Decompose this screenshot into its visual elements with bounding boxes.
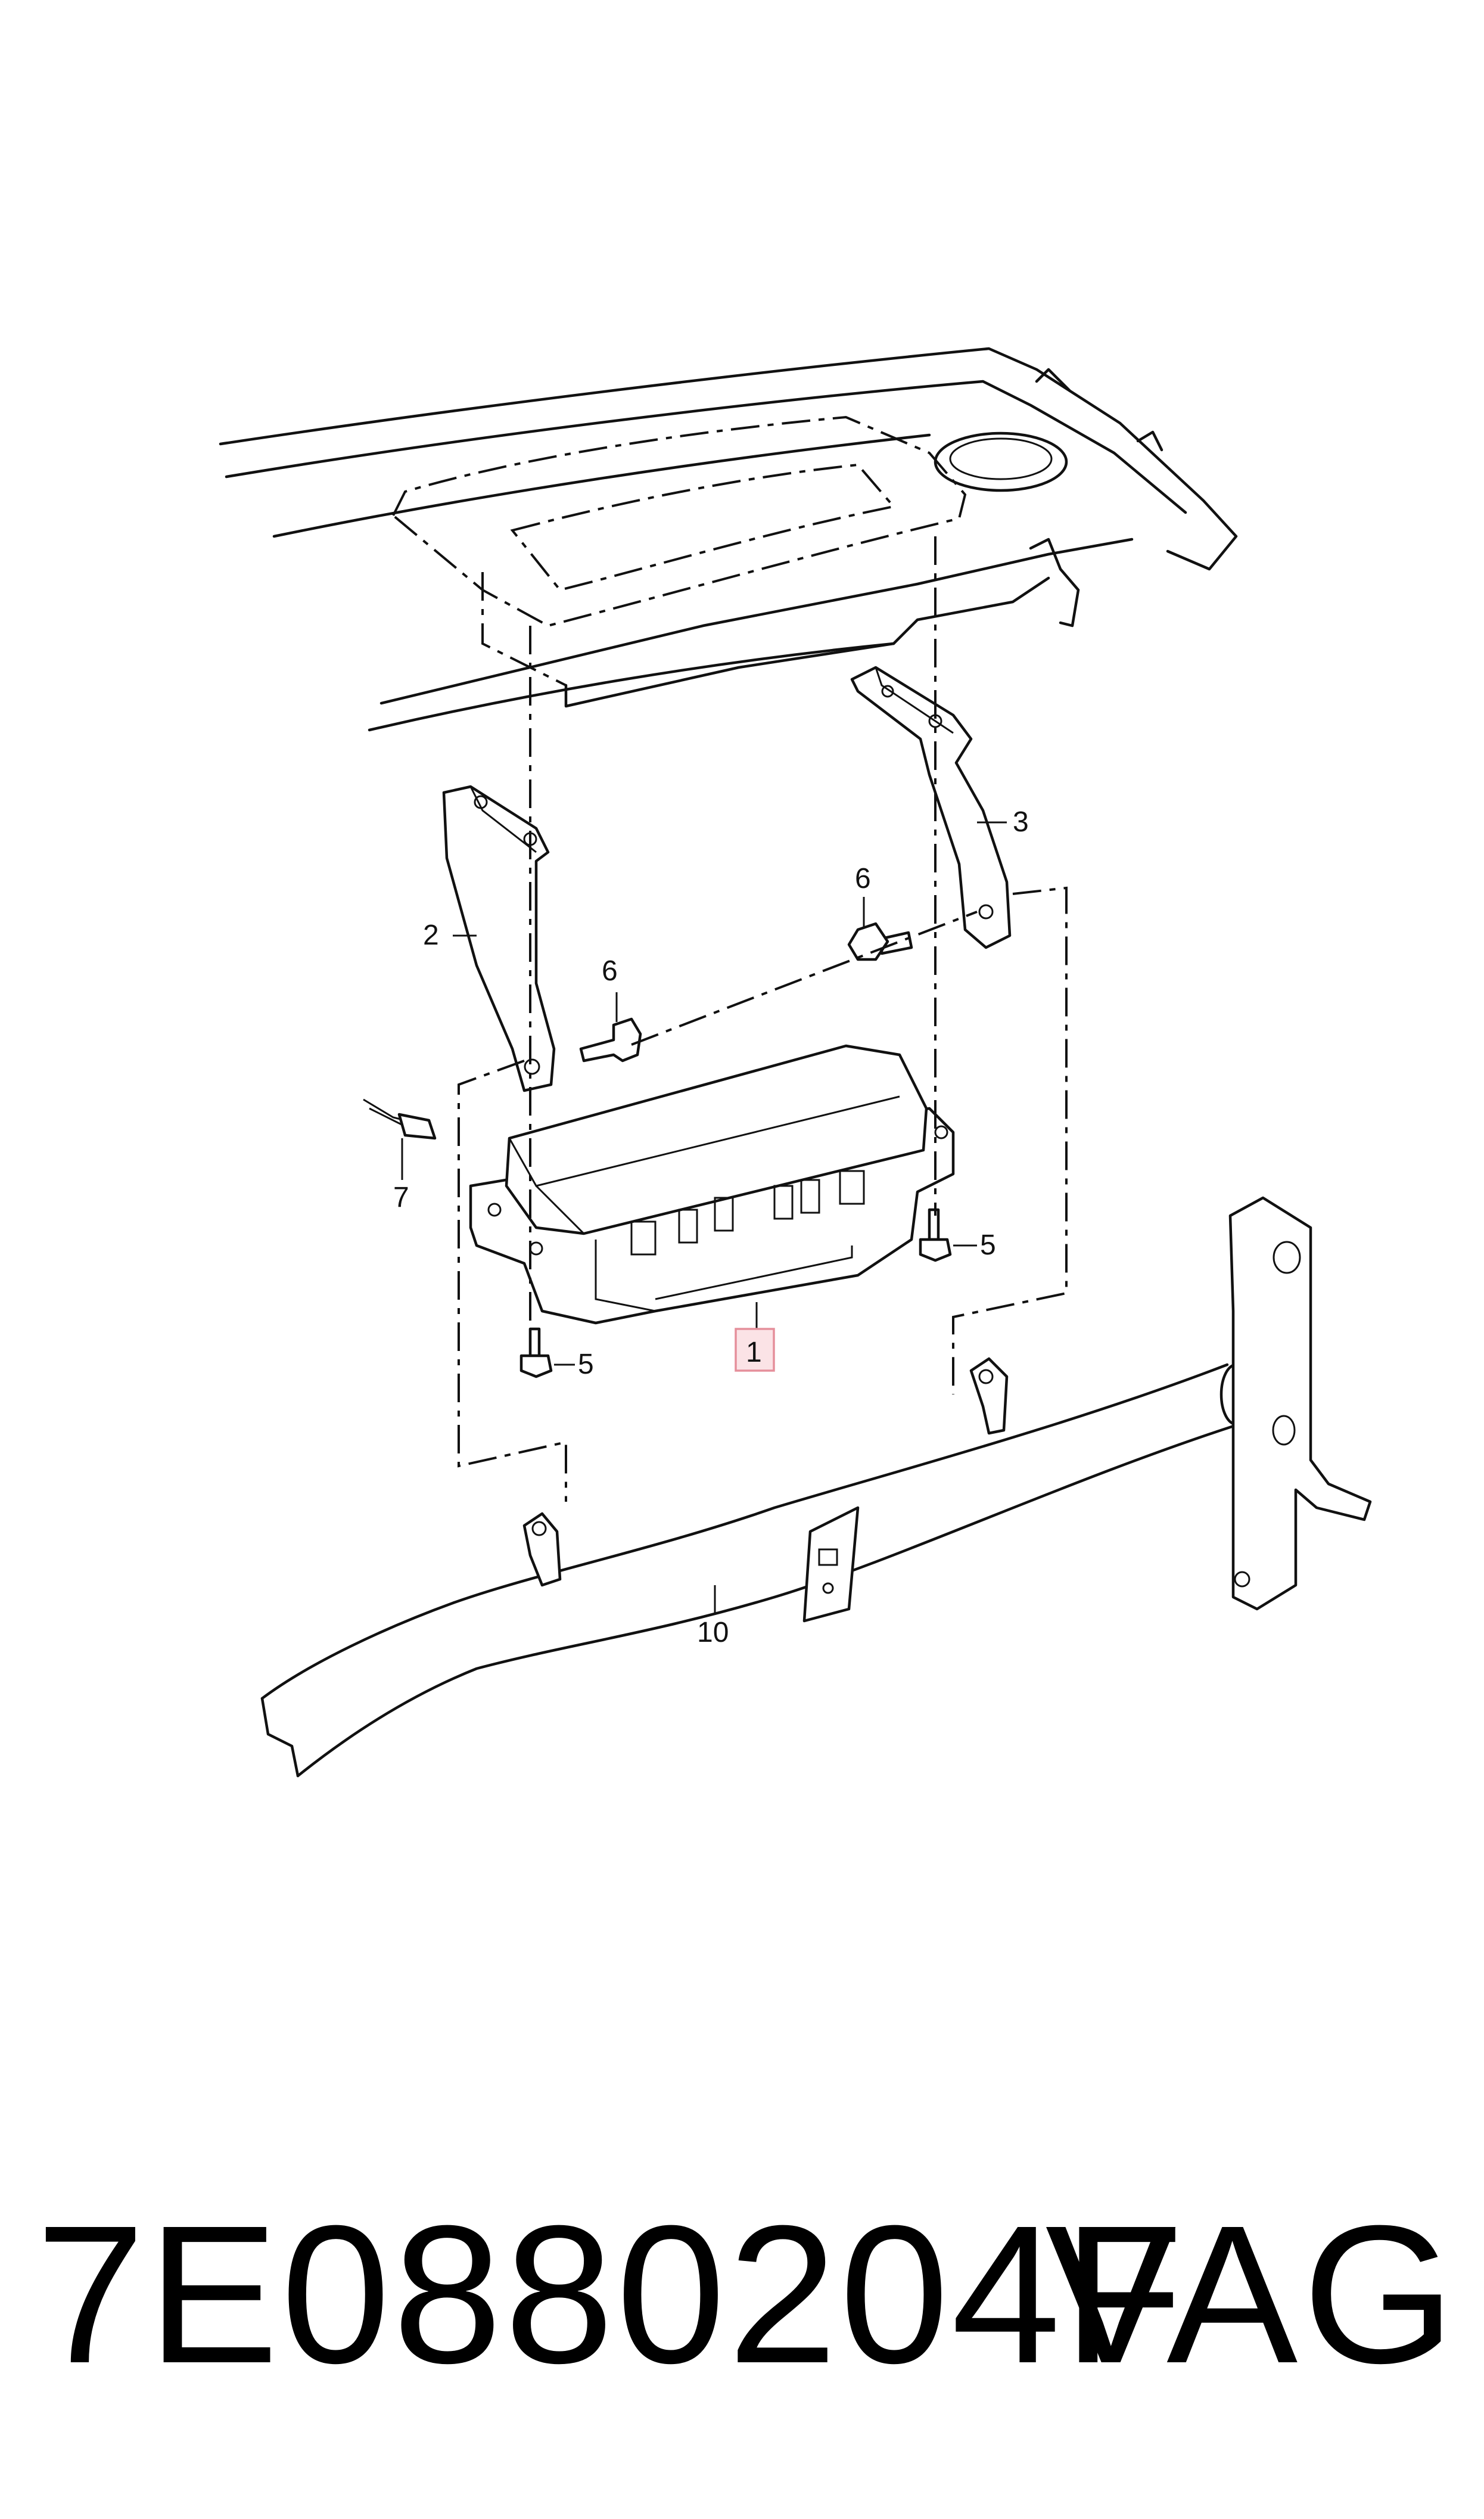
- callout-1-highlight: [735, 1328, 775, 1372]
- cross-car-beam: [260, 1196, 1372, 1778]
- callout-1[interactable]: 1: [746, 1337, 762, 1368]
- screw-5-left: [519, 1327, 553, 1378]
- callouts: 1 2 3 5 5 6 6 7 10: [393, 806, 1029, 1648]
- airbag-module: [469, 1044, 955, 1325]
- bracket-left: [442, 785, 556, 1092]
- callout-6-right[interactable]: 6: [855, 863, 871, 894]
- callout-10[interactable]: 10: [697, 1617, 729, 1648]
- part-number: 7E0880204F: [36, 2184, 1186, 2404]
- exploded-parts-diagram: 1 2 3 5 5 6 6 7 10: [219, 347, 1372, 1778]
- callout-2[interactable]: 2: [423, 920, 439, 951]
- callout-3[interactable]: 3: [1013, 806, 1029, 838]
- callout-5-left[interactable]: 5: [578, 1349, 594, 1380]
- callout-5-right[interactable]: 5: [980, 1229, 996, 1261]
- footer: 7E0880204F VAG: [0, 2169, 1484, 2419]
- callout-6-left[interactable]: 6: [602, 955, 618, 987]
- bracket-right: [850, 666, 1012, 949]
- brand-name: VAG: [1045, 2184, 1460, 2404]
- dashboard-panel: [219, 347, 1238, 732]
- leader-lines: [401, 821, 1007, 1615]
- connector-7: [363, 1098, 437, 1140]
- callout-7[interactable]: 7: [393, 1182, 409, 1213]
- assembly-lines: [458, 536, 1068, 1502]
- screw-5-right: [919, 1208, 952, 1262]
- bolt-6-right: [847, 922, 913, 961]
- bolt-6-left: [579, 1017, 642, 1063]
